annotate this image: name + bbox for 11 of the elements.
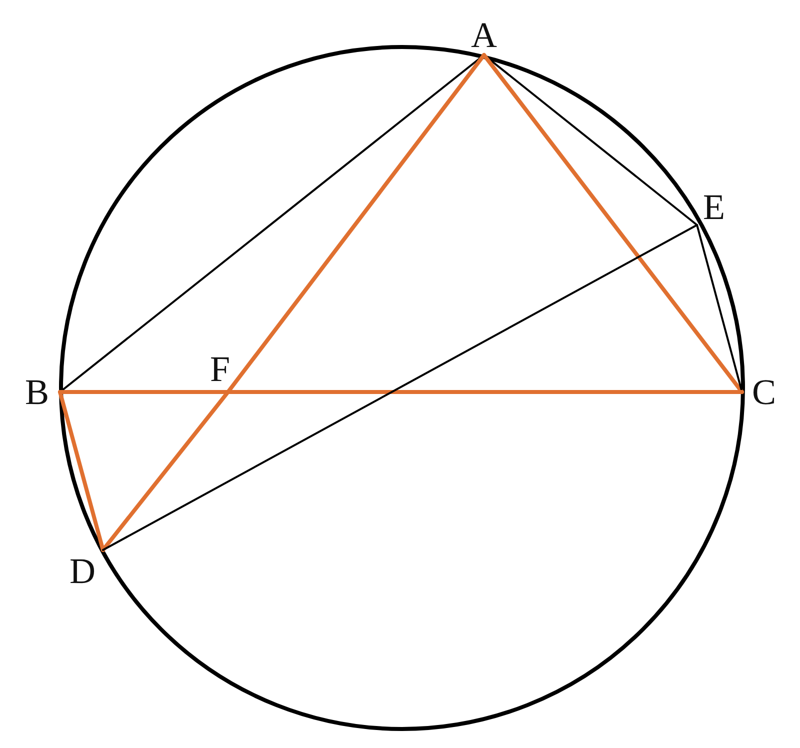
- line-segment: [226, 390, 744, 394]
- point-label: E: [697, 188, 731, 225]
- line-segment: [58, 390, 230, 394]
- point-label: D: [62, 550, 103, 592]
- point-label: C: [742, 370, 786, 414]
- point-label: B: [14, 370, 60, 414]
- line-segment: [58, 390, 105, 552]
- point-label: F: [203, 345, 237, 392]
- line-segment: [102, 224, 698, 551]
- point-label: A: [469, 15, 499, 55]
- line-segment: [696, 224, 743, 393]
